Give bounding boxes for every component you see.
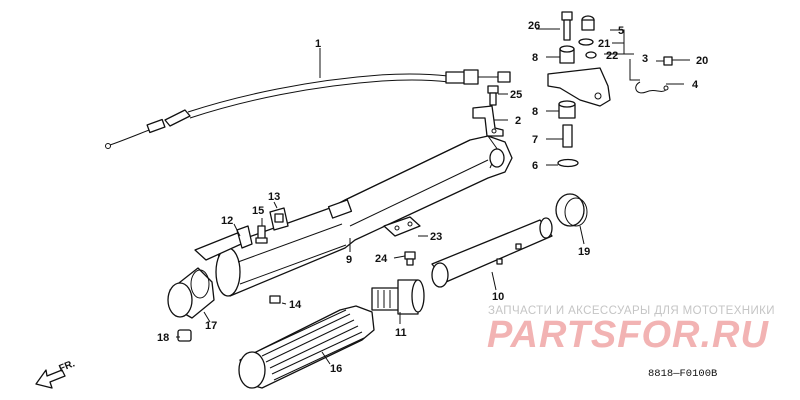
cable-bracket (472, 105, 504, 137)
rotor-11 (371, 279, 425, 315)
bolt-24 (404, 251, 416, 266)
callout-5: 5 (618, 25, 624, 37)
tiller-handle-body (215, 135, 513, 297)
callout-2: 2 (515, 115, 521, 127)
callout-23: 23 (430, 231, 442, 243)
bolt-26 (561, 11, 573, 41)
throttle-cable (105, 69, 511, 149)
bolt-25 (487, 85, 499, 106)
nut-18 (177, 329, 192, 342)
watermark-caption: ЗАПЧАСТИ И АКСЕССУАРЫ ДЛЯ МОТОТЕХНИКИ (488, 305, 775, 317)
callout-12: 12 (221, 215, 233, 227)
plate-23 (383, 216, 421, 237)
callout-26: 26 (528, 20, 540, 32)
callout-8b: 8 (532, 106, 538, 118)
lever-12 (194, 225, 253, 261)
ring-19 (555, 193, 588, 227)
callout-14: 14 (289, 299, 302, 311)
screw-15 (255, 225, 268, 244)
callout-17: 17 (205, 320, 217, 332)
callout-20: 20 (696, 55, 708, 67)
callout-1: 1 (315, 38, 321, 50)
watermark-logo: PARTSFOR.RU (487, 314, 769, 356)
washer-22 (585, 51, 597, 59)
callout-22: 22 (606, 50, 618, 62)
callout-24: 24 (375, 253, 388, 265)
callout-16: 16 (330, 363, 342, 375)
callout-labels: 1 2 3 4 5 6 7 8 8 9 10 11 12 13 14 15 16… (157, 20, 708, 375)
diagram-code: 8818—F0100B (648, 368, 718, 380)
spring-4 (635, 81, 669, 94)
callout-15: 15 (252, 205, 264, 217)
collar-8-top (559, 45, 575, 64)
tube-10 (431, 217, 553, 288)
knob-5 (581, 15, 595, 31)
callout-25: 25 (510, 89, 522, 101)
callout-7: 7 (532, 134, 538, 146)
callout-8a: 8 (532, 52, 538, 64)
callout-4: 4 (692, 79, 699, 91)
front-direction-arrow-icon (35, 369, 66, 389)
end-cap-17 (167, 267, 215, 319)
callout-6: 6 (532, 160, 538, 172)
callout-9: 9 (346, 254, 352, 266)
leader-lines (176, 28, 690, 365)
pin-7 (562, 124, 573, 148)
callout-10: 10 (492, 291, 504, 303)
bracket-3 (547, 67, 611, 107)
washer-21 (578, 38, 594, 46)
callout-3: 3 (642, 53, 648, 65)
callout-18: 18 (157, 332, 169, 344)
collar-8-bottom (558, 100, 576, 119)
screw-20 (656, 56, 673, 66)
washer-6 (557, 158, 579, 168)
callout-19: 19 (578, 246, 590, 258)
clip-13 (269, 207, 289, 231)
screw-14 (269, 295, 281, 304)
callout-11: 11 (395, 327, 407, 339)
callout-21: 21 (598, 38, 610, 50)
callout-13: 13 (268, 191, 280, 203)
throttle-grip-16 (238, 305, 375, 389)
